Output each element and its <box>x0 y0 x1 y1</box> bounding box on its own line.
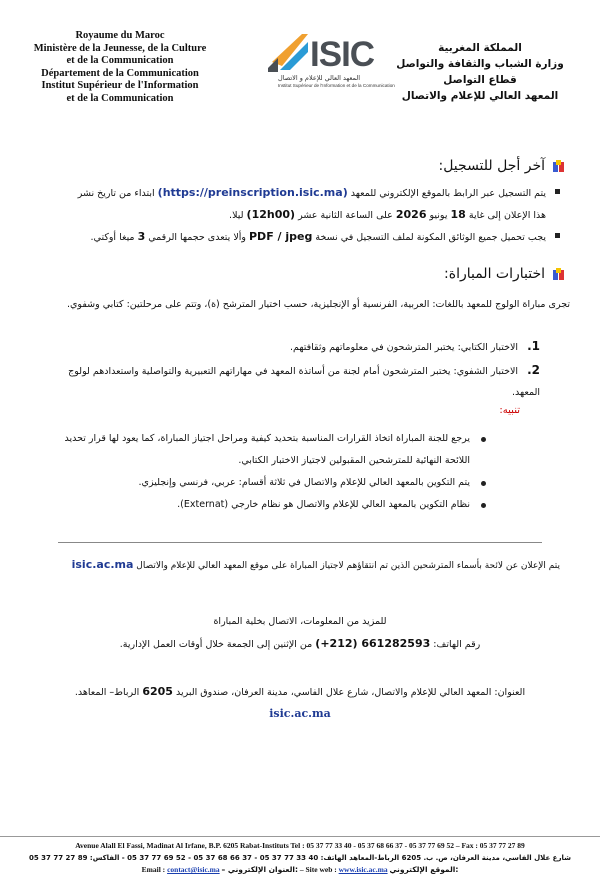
address-line: العنوان: المعهد العالي للإعلام والاتصال،… <box>74 685 526 698</box>
fr-line: et de la Communication <box>66 92 174 104</box>
deadline-list: يتم التسجيل عبر الرابط بالموقع الإلكترون… <box>44 182 560 248</box>
list-item: يتم التكوين بالمعهد العالي للإعلام والات… <box>40 472 488 494</box>
logo-wordmark: ISIC <box>310 35 375 74</box>
exams-title: اختبارات المباراة: <box>444 266 545 282</box>
footer-line-ar: شارع علال الفاسي، مدينة العرفان، ص. ب. 6… <box>28 854 572 862</box>
divider <box>58 542 542 543</box>
exams-heading: اختبارات المباراة: <box>444 266 566 282</box>
bullet-square-icon <box>555 189 560 194</box>
site-link[interactable]: isic.ac.ma <box>269 707 331 720</box>
notice-label: تنبيه: <box>499 405 520 416</box>
exams-intro: تجرى مباراة الولوج للمعهد باللغات: العرب… <box>66 299 570 310</box>
isic-logo: ISIC المعهد العالي للإعلام و الاتصال Ins… <box>268 30 395 100</box>
footer-line-fr: Avenue Alall El Fassi, Madinat Al Irfane… <box>75 841 525 850</box>
list-item: نظام التكوين بالمعهد العالي للإعلام والا… <box>40 494 488 516</box>
list-item: يرجع للجنة المباراة اتخاذ القرارات المنا… <box>40 428 488 472</box>
contact-line: للمزيد من المعلومات، الاتصال بخلية المبا… <box>213 616 387 627</box>
fr-line: Royaume du Maroc <box>75 30 165 41</box>
notice-list: يرجع للجنة المباراة اتخاذ القرارات المنا… <box>40 428 488 516</box>
logo-arabic-name: المعهد العالي للإعلام و الاتصال <box>278 74 361 82</box>
bullet-dot-icon <box>481 503 486 508</box>
announce-text: يتم الإعلان عن لائحة بأسماء المترشحين ال… <box>71 558 560 571</box>
phone-line: رقم الهاتف: 661282593 (212+) من الإثنين … <box>119 637 481 650</box>
header-arabic: المملكة المغربية وزارة الشباب والثقافة و… <box>380 40 580 104</box>
footer: Avenue Alall El Fassi, Madinat Al Irfane… <box>0 840 600 876</box>
list-item: يجب تحميل جميع الوثائق المكونة لملف التس… <box>44 226 560 248</box>
deadline-title: آخر أجل للتسجيل: <box>438 158 545 174</box>
address-site: isic.ac.ma <box>30 704 570 725</box>
list-item: يتم التسجيل عبر الرابط بالموقع الإلكترون… <box>44 182 560 226</box>
ar-line: وزارة الشباب والثقافة والتواصل <box>396 58 564 70</box>
footer-divider <box>0 836 600 837</box>
book-icon <box>551 159 566 174</box>
ar-line: المملكة المغربية <box>438 42 522 54</box>
email-link[interactable]: contact@isic.ma <box>167 865 220 874</box>
fr-line: Institut Supérieur de l'Information <box>41 80 199 91</box>
fr-line: et de la Communication <box>66 55 174 66</box>
bullet-dot-icon <box>481 481 486 486</box>
ar-line: قطاع التواصل <box>443 74 517 86</box>
exam-item-2: 2. الاختبار الشفوي: يختبر المترشحون أمام… <box>68 363 540 398</box>
exam-item-1: 1. الاختبار الكتابي: يختبر المترشحون في … <box>290 339 540 353</box>
bullet-square-icon <box>555 233 560 238</box>
logo-mark-icon <box>268 34 308 72</box>
phone-number: 661282593 (212+) <box>315 637 431 650</box>
fr-line: Ministère de la Jeunesse, de la Culture <box>33 42 207 54</box>
book-icon <box>551 267 566 282</box>
footer-contact-line: Email : contact@isic.ma – العنوان الإلكت… <box>141 865 459 874</box>
ar-line: المعهد العالي للإعلام والاتصال <box>401 90 559 102</box>
website-link[interactable]: www.isic.ac.ma <box>338 865 388 874</box>
fr-line: Département de la Communication <box>41 67 199 79</box>
preinscription-link[interactable]: (https://preinscription.isic.ma) <box>157 186 348 199</box>
deadline-heading: آخر أجل للتسجيل: <box>438 158 566 174</box>
announce-site-link[interactable]: isic.ac.ma <box>71 558 134 571</box>
header-french: Royaume du Maroc Ministère de la Jeuness… <box>20 30 220 105</box>
bullet-dot-icon <box>481 437 486 442</box>
logo-subtitle: Institut Supérieur de l'Information et d… <box>278 83 395 88</box>
